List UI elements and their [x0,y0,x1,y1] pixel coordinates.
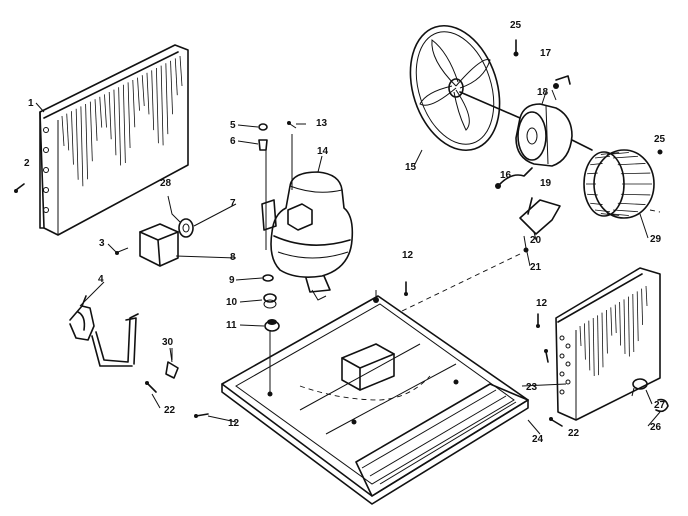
callout-6: 6 [230,136,236,147]
callout-25-top: 25 [510,20,522,31]
drain-fitting-27 [631,378,648,397]
callout-labels: 1 2 3 4 5 6 7 8 9 10 11 12 12 12 13 14 1… [24,20,666,445]
callout-4: 4 [98,274,104,285]
callout-15: 15 [405,162,417,173]
callout-11: 11 [226,320,237,331]
callout-7: 7 [230,198,236,209]
evaporator-coil [555,267,661,421]
motor-mount-bracket [399,197,561,313]
callout-12-left: 12 [228,418,240,429]
callout-14: 14 [317,146,329,157]
motor-wires [495,167,533,189]
fan-blade [409,24,521,152]
callout-9: 9 [229,275,235,286]
callout-30: 30 [162,337,174,348]
compressor [261,134,354,301]
callout-18: 18 [537,87,549,98]
leader-lines [35,91,661,435]
blower-wheel [583,149,663,219]
screws-12 [194,281,540,418]
wire-harness [69,295,139,367]
callout-16: 16 [500,170,512,181]
fan-motor [515,83,593,167]
clip-28 [655,398,669,413]
callout-17: 17 [540,48,552,59]
screw-2-left [14,183,25,193]
callout-2: 2 [24,158,30,169]
screw-22-left [145,381,157,393]
callout-28: 28 [160,178,172,189]
screw-22-right [549,417,563,427]
callout-27: 27 [654,400,666,411]
callout-1: 1 [28,98,34,109]
grommets [258,121,297,392]
callout-21: 21 [530,262,542,273]
bracket-17 [555,75,571,85]
callout-22-left: 22 [164,405,176,416]
capacitor-bracket [115,195,194,267]
callout-23: 23 [526,382,538,393]
callout-12-right: 12 [536,298,548,309]
callout-20: 20 [530,235,542,246]
callout-24: 24 [532,434,544,445]
callout-10: 10 [226,297,238,308]
callout-19: 19 [540,178,552,189]
callout-3: 3 [99,238,105,249]
condenser-coil [39,44,189,236]
callout-13: 13 [316,118,328,129]
callout-29: 29 [650,234,662,245]
callout-5: 5 [230,120,236,131]
callout-25-right: 25 [654,134,666,145]
callout-12-center: 12 [402,250,414,261]
callout-26: 26 [650,422,662,433]
callout-22-right: 22 [568,428,580,439]
base-pan [221,290,529,505]
screw-2-right [544,349,549,363]
screw-25-top [513,39,519,57]
